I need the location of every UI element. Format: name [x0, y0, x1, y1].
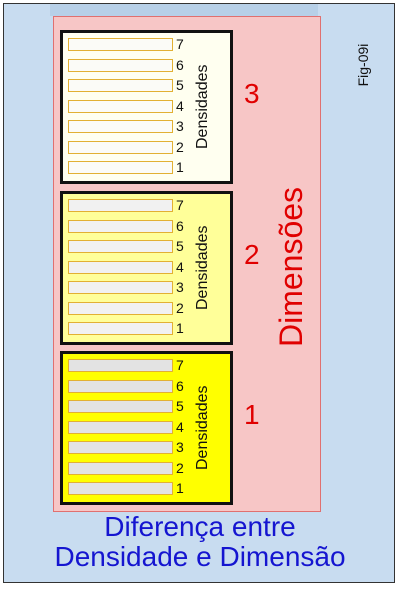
- density-level-number: 5: [176, 398, 184, 414]
- density-level-number: 4: [176, 258, 184, 275]
- density-level-number: 1: [176, 159, 184, 175]
- density-bar: [68, 461, 173, 475]
- densities-label: Densidades: [194, 225, 211, 311]
- density-group-2: 7 6 5 4 3 2 1 Densidades: [60, 191, 233, 345]
- density-level-number: 6: [176, 377, 184, 394]
- density-bar: [68, 281, 173, 294]
- density-bar: [68, 482, 173, 495]
- density-bar: [68, 79, 173, 92]
- density-level-number: 1: [176, 320, 184, 336]
- density-level-number: 1: [176, 480, 184, 496]
- density-bar: [68, 199, 173, 212]
- density-bar: [68, 240, 173, 253]
- group-number: 1: [244, 399, 260, 430]
- density-level-number: 2: [176, 299, 184, 316]
- density-bar: [68, 120, 173, 133]
- density-level-number: 7: [176, 197, 184, 213]
- density-level-number: 3: [176, 279, 184, 295]
- top-strip: [50, 4, 318, 16]
- densities-label: Densidades: [194, 64, 211, 150]
- group-number: 2: [244, 239, 260, 270]
- density-bar: [68, 58, 173, 72]
- density-bar: [68, 420, 173, 434]
- density-bar: [68, 441, 173, 454]
- density-level-number: 7: [176, 357, 184, 373]
- density-bar: [68, 38, 173, 51]
- density-group-1: 7 6 5 4 3 2 1 Densidades: [60, 351, 233, 505]
- density-bar: [68, 359, 173, 372]
- density-level-number: 2: [176, 138, 184, 155]
- density-bar: [68, 161, 173, 174]
- title-line-1: Diferença entre: [104, 511, 296, 542]
- dimensions-label: Dimensões: [273, 186, 309, 348]
- diagram-title: Diferença entre Densidade e Dimensão: [4, 512, 396, 572]
- density-group-3: 7 6 5 4 3 2 1 Densidades: [60, 30, 233, 184]
- density-level-number: 6: [176, 217, 184, 234]
- density-level-number: 5: [176, 238, 184, 254]
- density-level-number: 2: [176, 459, 184, 476]
- density-level-number: 3: [176, 439, 184, 455]
- densities-label: Densidades: [194, 385, 211, 471]
- density-bar: [68, 301, 173, 315]
- title-line-2: Densidade e Dimensão: [54, 541, 346, 572]
- density-bar: [68, 322, 173, 335]
- figure-label: Fig-09i: [355, 43, 371, 87]
- density-level-number: 5: [176, 77, 184, 93]
- density-bar: [68, 400, 173, 413]
- density-level-number: 7: [176, 36, 184, 52]
- density-bar: [68, 379, 173, 393]
- density-bar: [68, 140, 173, 154]
- density-bar: [68, 99, 173, 113]
- density-level-number: 4: [176, 97, 184, 114]
- group-number: 3: [244, 78, 260, 109]
- density-bar: [68, 219, 173, 233]
- density-level-number: 3: [176, 118, 184, 134]
- density-level-number: 6: [176, 56, 184, 73]
- density-level-number: 4: [176, 418, 184, 435]
- density-bar: [68, 260, 173, 274]
